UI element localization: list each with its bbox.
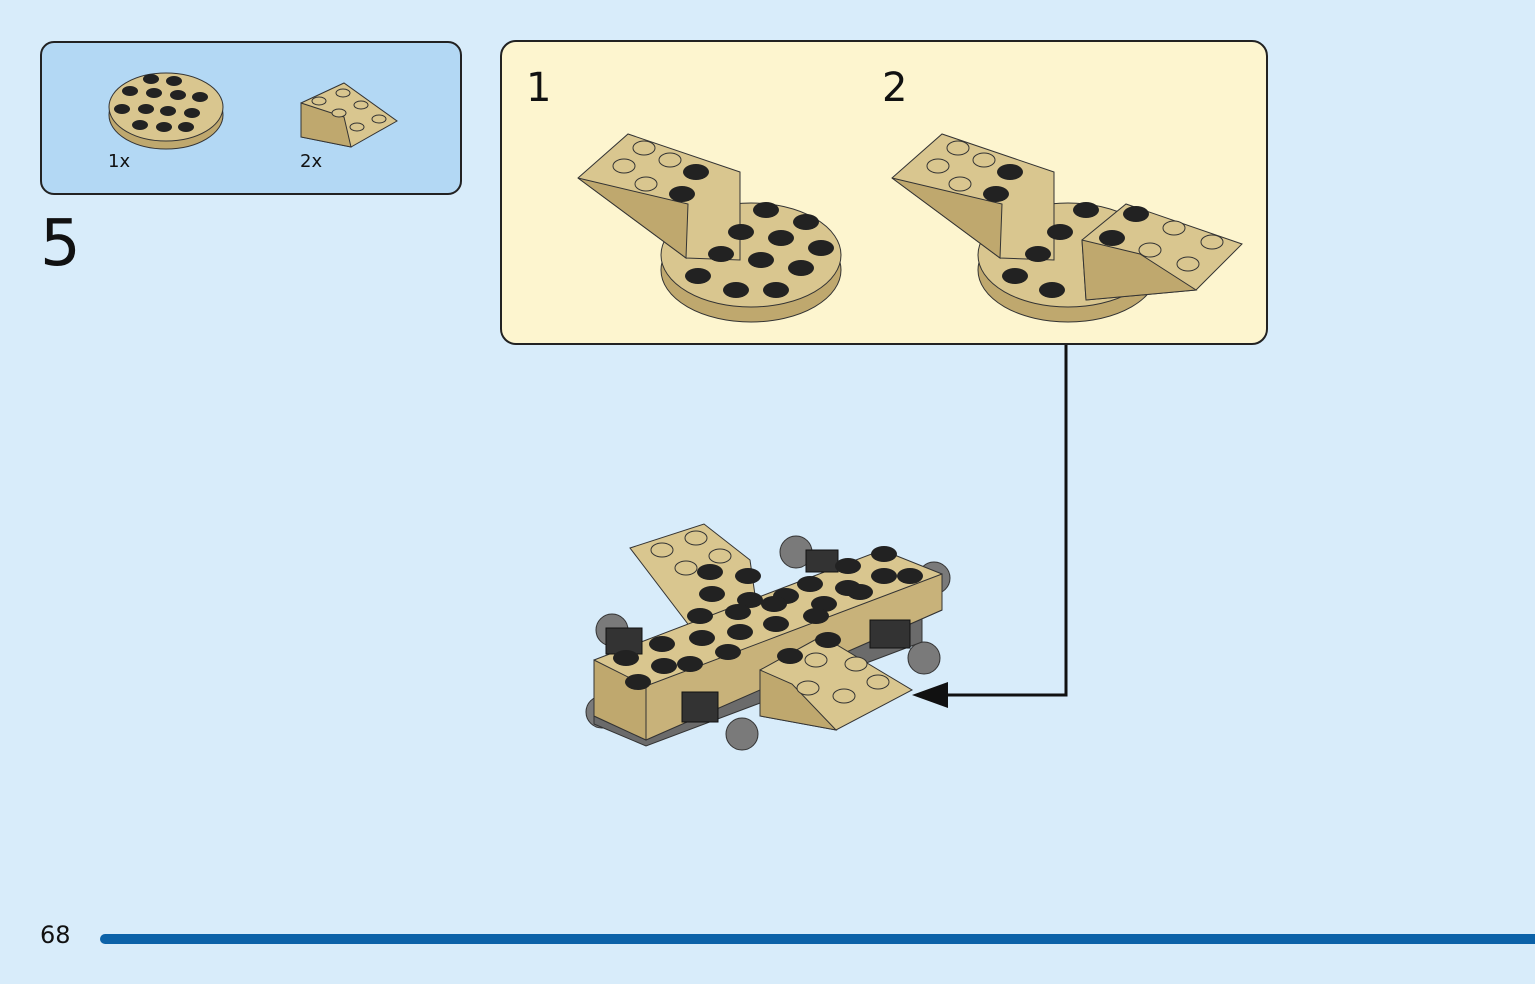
substep-number-2: 2 [882, 65, 908, 111]
round-plate-quantity: 1x [108, 151, 131, 172]
parts-list-box: 1x 2x [40, 41, 462, 195]
sub-assembly-box: 1 2 [500, 40, 1268, 345]
substep-2-illustration [891, 133, 1243, 323]
main-model-illustration [585, 523, 951, 751]
round-plate-part-image [108, 72, 224, 150]
inverted-slope-part-image [300, 82, 398, 148]
substep-number-1: 1 [526, 65, 552, 111]
progress-bar [100, 934, 1535, 944]
page-number: 68 [40, 921, 71, 949]
substep-1-illustration [577, 133, 842, 323]
inverted-slope-quantity: 2x [300, 151, 323, 172]
step-number: 5 [40, 207, 81, 281]
